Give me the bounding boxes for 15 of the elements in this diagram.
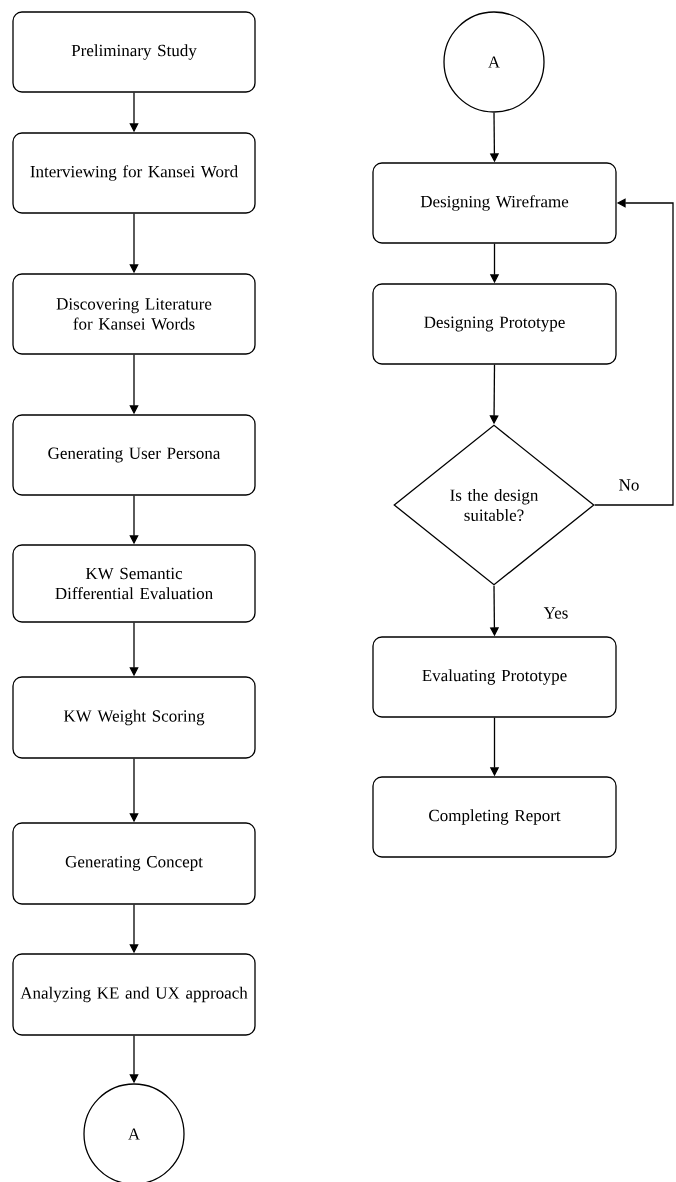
process-box: Generating User Persona xyxy=(12,414,256,496)
edge-label: Yes xyxy=(542,606,570,620)
process-box: Designing Wireframe xyxy=(372,162,617,244)
process-box: Completing Report xyxy=(372,776,617,858)
arrow xyxy=(594,198,674,506)
process-box: Designing Prototype xyxy=(372,283,617,365)
process-box: Analyzing KE and UX approach xyxy=(12,953,256,1036)
edge-label: No xyxy=(617,478,641,492)
process-box: Preliminary Study xyxy=(12,11,256,93)
process-box: Generating Concept xyxy=(12,822,256,905)
process-box: Discovering Literature for Kansei Words xyxy=(12,273,256,355)
process-box: Interviewing for Kansei Word xyxy=(12,132,256,214)
process-box: Evaluating Prototype xyxy=(372,636,617,718)
process-box: KW Semantic Differential Evaluation xyxy=(12,544,256,623)
process-box: KW Weight Scoring xyxy=(12,676,256,759)
